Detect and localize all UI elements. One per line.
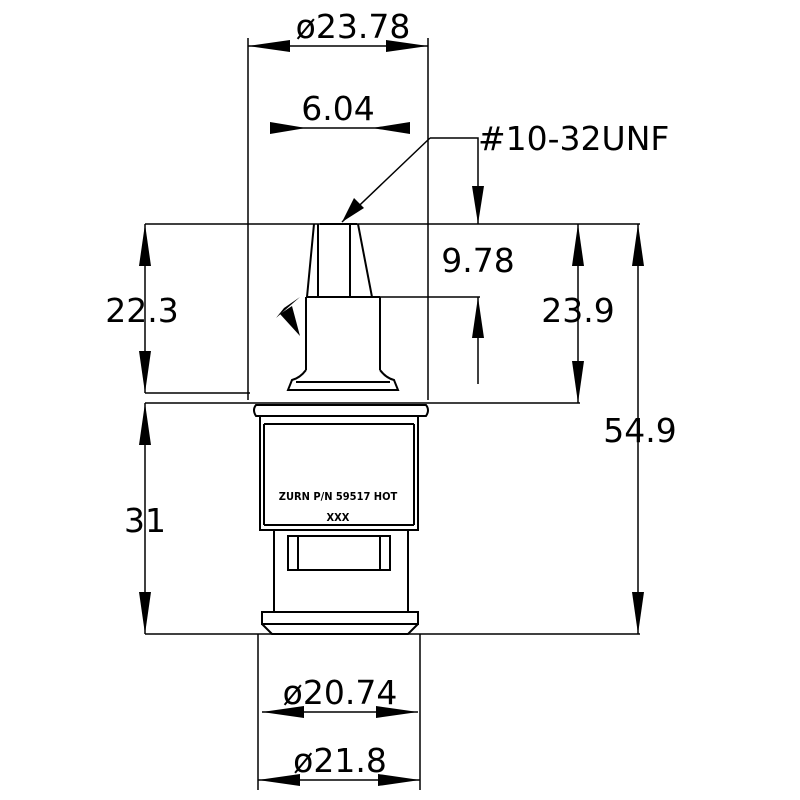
- dim-bottom-outer-text: ø21.8: [293, 741, 387, 780]
- stem-flare: [286, 369, 400, 391]
- dim-left-upper: 22.3: [105, 224, 179, 393]
- dim-stem-height: 9.78: [276, 241, 515, 384]
- extension-lines: [145, 38, 640, 790]
- dim-stem-width: 6.04: [270, 89, 410, 134]
- dim-overall-height: 54.9: [603, 224, 677, 634]
- part-number-label: ZURN P/N 59517 HOT: [279, 490, 398, 503]
- dim-right-upper-text: 23.9: [541, 291, 614, 330]
- part-number-suffix: XXX: [327, 511, 350, 524]
- dim-top-diameter-text: ø23.78: [296, 7, 411, 46]
- dim-stem-height-text: 9.78: [441, 241, 514, 280]
- dim-bottom-inner-text: ø20.74: [283, 673, 398, 712]
- body-slot: [273, 530, 409, 612]
- dim-bottom-outer-diameter: ø21.8: [258, 741, 420, 786]
- dim-left-upper-text: 22.3: [105, 291, 178, 330]
- stem-splines: [306, 223, 373, 298]
- stem-shaft: [305, 296, 381, 370]
- dim-right-upper: 23.9: [541, 224, 615, 403]
- upper-body: [259, 416, 419, 531]
- dim-body-height: 31: [124, 403, 166, 634]
- thread-callout-text: #10-32UNF: [478, 119, 669, 158]
- top-flange: [253, 404, 429, 417]
- dim-top-diameter: ø23.78: [248, 7, 428, 52]
- dim-stem-width-text: 6.04: [301, 89, 374, 128]
- thread-callout: #10-32UNF: [341, 119, 669, 224]
- dim-bottom-inner-diameter: ø20.74: [262, 673, 418, 718]
- cartridge-outline: [253, 223, 429, 635]
- dim-body-height-text: 31: [124, 501, 166, 540]
- bottom-ring: [261, 611, 419, 635]
- dim-overall-height-text: 54.9: [603, 411, 676, 450]
